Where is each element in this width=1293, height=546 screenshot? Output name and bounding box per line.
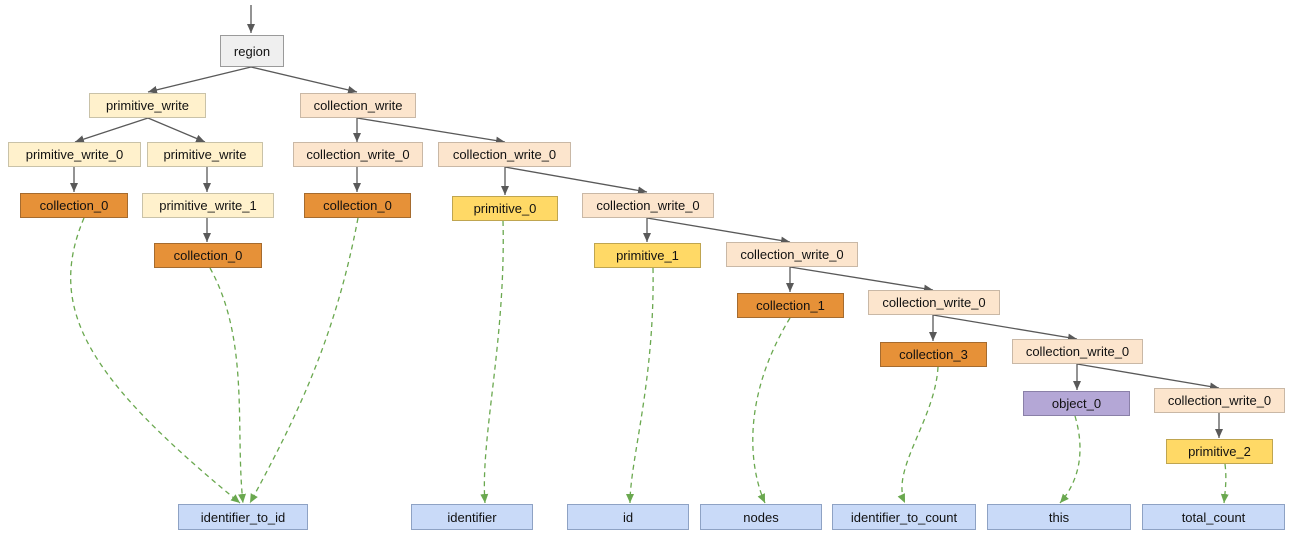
edge-cw0e-cw0f xyxy=(932,314,1078,342)
field-identifier: identifier xyxy=(411,504,533,530)
edge-cw0f-cw0g xyxy=(1076,363,1220,391)
node-collection-3: collection_3 xyxy=(880,342,987,367)
node-collection-write-0-d: collection_write_0 xyxy=(726,242,858,267)
node-primitive-write-root: primitive_write xyxy=(89,93,206,118)
node-collection-0-a: collection_0 xyxy=(20,193,128,218)
node-object-0: object_0 xyxy=(1023,391,1130,416)
field-identifier-to-count: identifier_to_count xyxy=(832,504,976,530)
field-identifier-to-id: identifier_to_id xyxy=(178,504,308,530)
edge-region-pw xyxy=(147,66,252,94)
edge-cw0c-cw0d xyxy=(646,217,791,245)
field-id: id xyxy=(567,504,689,530)
node-primitive-2: primitive_2 xyxy=(1166,439,1273,464)
dashed-edge-coll0c-idtoid xyxy=(209,267,246,504)
edge-region-cw xyxy=(250,66,358,94)
node-collection-write-root: collection_write xyxy=(300,93,416,118)
edge-pw-pw0 xyxy=(74,117,149,143)
dashed-edge-obj0-this xyxy=(1059,415,1081,504)
dashed-edge-coll1-nodes xyxy=(752,317,791,504)
node-collection-write-0-g: collection_write_0 xyxy=(1154,388,1285,413)
node-primitive-1: primitive_1 xyxy=(594,243,701,268)
node-collection-write-0-e: collection_write_0 xyxy=(868,290,1000,315)
dashed-edge-coll3-idtocount xyxy=(897,366,939,504)
node-primitive-write-0: primitive_write_0 xyxy=(8,142,141,167)
node-collection-write-0-a: collection_write_0 xyxy=(293,142,423,167)
field-total-count: total_count xyxy=(1142,504,1285,530)
node-collection-1: collection_1 xyxy=(737,293,844,318)
field-nodes: nodes xyxy=(700,504,822,530)
node-primitive-0: primitive_0 xyxy=(452,196,558,221)
dashed-edge-prim0-identifier xyxy=(480,220,504,504)
edge-cw-cw0b xyxy=(356,117,506,145)
dashed-edge-prim2-totalcount xyxy=(1220,463,1229,504)
dashed-edge-prim1-id xyxy=(626,267,654,504)
node-primitive-write-child: primitive_write xyxy=(147,142,263,167)
edge-cw0d-cw0e xyxy=(789,266,934,293)
field-this: this xyxy=(987,504,1131,530)
edge-pw-pwchild xyxy=(147,117,206,143)
dashed-edge-coll0b-idtoid xyxy=(249,217,359,504)
node-collection-0-c: collection_0 xyxy=(154,243,262,268)
node-collection-write-0-b: collection_write_0 xyxy=(438,142,571,167)
edge-cw0b-cw0c xyxy=(504,166,648,195)
dashed-edge-coll0a-idtoid xyxy=(70,217,241,504)
node-region: region xyxy=(220,35,284,67)
node-collection-write-0-c: collection_write_0 xyxy=(582,193,714,218)
node-collection-0-b: collection_0 xyxy=(304,193,411,218)
node-collection-write-0-f: collection_write_0 xyxy=(1012,339,1143,364)
node-primitive-write-1: primitive_write_1 xyxy=(142,193,274,218)
